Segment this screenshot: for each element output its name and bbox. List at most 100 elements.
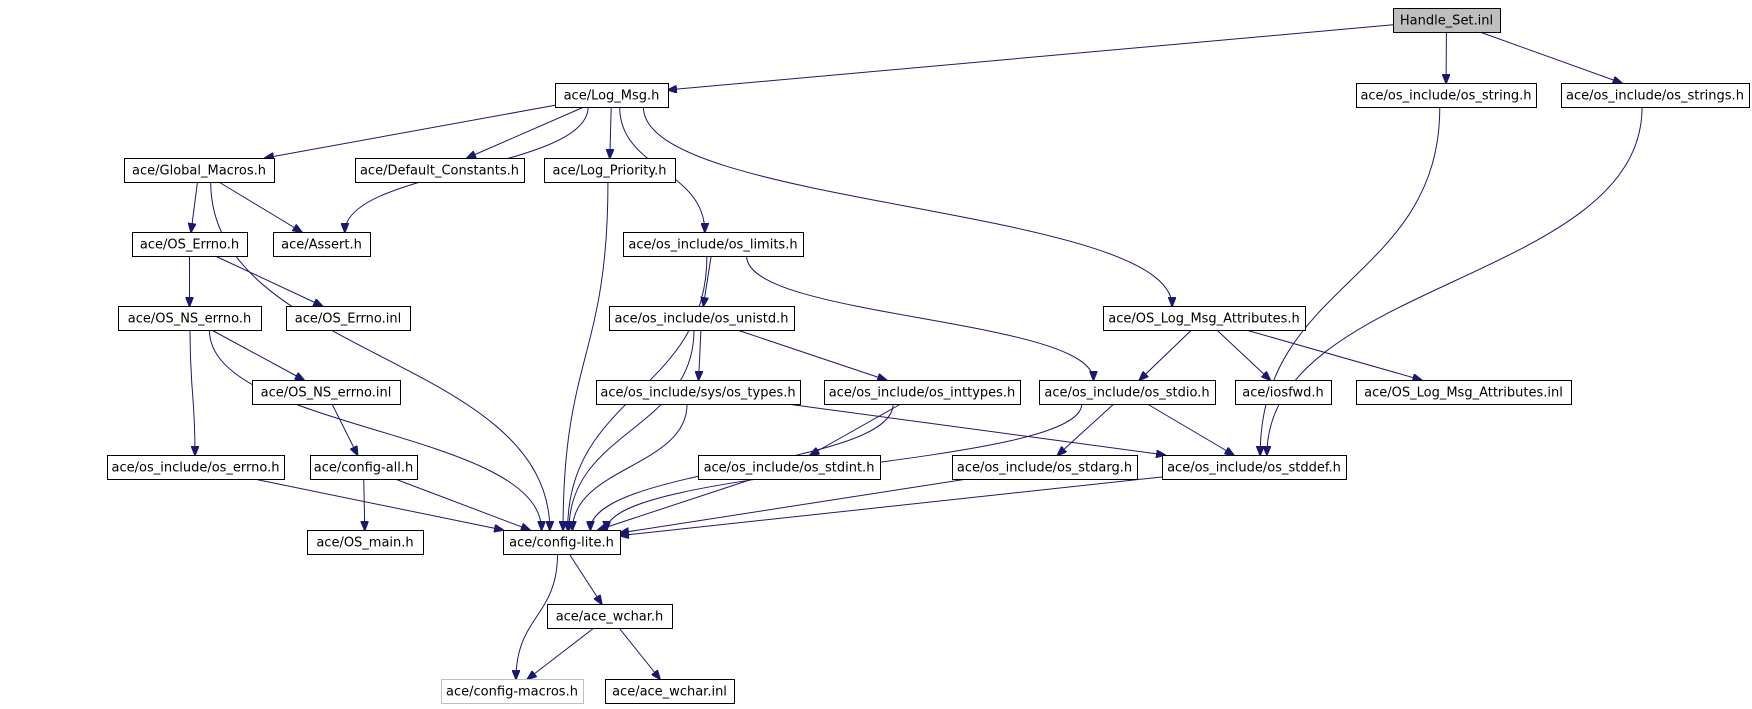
node-os-include-errno[interactable]: ace/os_include/os_errno.h (107, 455, 285, 480)
file-nodes: Handle_Set.inl ace/Log_Msg.h ace/os_includ… (107, 8, 1750, 704)
edge-handle_set-to-log_msg (668, 24, 1394, 90)
node-label: ace/config-all.h (314, 461, 414, 476)
node-iosfwd[interactable]: ace/iosfwd.h (1235, 380, 1332, 405)
node-label: ace/config-macros.h (446, 685, 578, 700)
node-os-log-msg-attr-inl[interactable]: ace/OS_Log_Msg_Attributes.inl (1356, 380, 1572, 405)
edge-log_msg-to-os_log_msg_attr (642, 106, 1172, 306)
edge-os_log_msg_attr-to-os_stdio (1139, 329, 1192, 380)
node-box (503, 530, 621, 555)
node-os-stdio[interactable]: ace/os_include/os_stdio.h (1039, 380, 1216, 405)
node-log-priority[interactable]: ace/Log_Priority.h (544, 158, 676, 183)
node-box (132, 232, 248, 257)
node-label: ace/os_include/os_strings.h (1566, 89, 1744, 104)
node-box (307, 530, 424, 555)
node-label: ace/os_include/os_stdio.h (1044, 386, 1209, 401)
edge-config_lite-to-ace_wchar (568, 553, 601, 604)
edge-os_ns_errno-to-os_ns_errno_inl (211, 329, 304, 380)
node-label: ace/os_include/os_string.h (1360, 89, 1531, 104)
edge-log_msg-to-default_constants (467, 106, 585, 158)
node-os-limits[interactable]: ace/os_include/os_limits.h (623, 232, 804, 257)
node-sys-os-types[interactable]: ace/os_include/sys/os_types.h (596, 380, 801, 405)
node-label: ace/os_include/os_stddef.h (1167, 461, 1341, 476)
edge-os_unistd-to-sys_os_types (699, 329, 701, 380)
edge-os_errno-to-os_errno_inl (214, 255, 322, 306)
node-label: ace/OS_Log_Msg_Attributes.h (1108, 312, 1299, 327)
node-os-main[interactable]: ace/OS_main.h (307, 530, 424, 555)
node-os-unistd[interactable]: ace/os_include/os_unistd.h (609, 306, 795, 331)
node-os-log-msg-attr[interactable]: ace/OS_Log_Msg_Attributes.h (1103, 306, 1306, 331)
node-os-errno[interactable]: ace/OS_Errno.h (132, 232, 248, 257)
edge-log_msg-to-log_priority (610, 106, 611, 158)
node-label: ace/OS_Log_Msg_Attributes.inl (1364, 386, 1563, 401)
edge-log_priority-to-config_lite (563, 181, 609, 530)
edge-os_limits-to-os_stdio (746, 255, 1094, 380)
node-os-inttypes[interactable]: ace/os_include/os_inttypes.h (824, 380, 1021, 405)
node-label: ace/OS_Errno.h (140, 238, 239, 253)
node-os-stdarg[interactable]: ace/os_include/os_stdarg.h (952, 455, 1138, 480)
node-handle-set[interactable]: Handle_Set.inl (1393, 8, 1501, 33)
node-global-macros[interactable]: ace/Global_Macros.h (124, 158, 275, 183)
edge-sys_os_types-to-config_lite (572, 403, 688, 530)
node-label: ace/Global_Macros.h (132, 164, 266, 179)
node-label: ace/Log_Msg.h (564, 89, 660, 104)
node-log-msg[interactable]: ace/Log_Msg.h (555, 83, 669, 108)
node-config-macros[interactable]: ace/config-macros.h (441, 679, 584, 704)
dependency-edges (189, 24, 1643, 679)
node-label: ace/Default_Constants.h (360, 164, 519, 179)
node-ace-wchar[interactable]: ace/ace_wchar.h (547, 604, 673, 629)
node-box (124, 158, 275, 183)
edge-os_include_errno-to-config_lite (253, 478, 503, 530)
node-box (1356, 83, 1537, 108)
edge-os_log_msg_attr-to-iosfwd (1216, 329, 1270, 380)
node-label: ace/OS_NS_errno.h (128, 312, 252, 327)
edge-os_stdint-to-config_lite (598, 478, 753, 530)
node-os-strings[interactable]: ace/os_include/os_strings.h (1561, 83, 1750, 108)
node-label: ace/OS_Errno.inl (295, 312, 401, 327)
node-box (623, 232, 804, 257)
node-label: ace/iosfwd.h (1242, 386, 1323, 401)
edge-config_all-to-config_lite (395, 478, 530, 530)
edge-os_stdarg-to-config_lite (620, 478, 968, 533)
node-os-ns-errno[interactable]: ace/OS_NS_errno.h (118, 306, 262, 331)
node-box (1561, 83, 1750, 108)
node-box (952, 455, 1138, 480)
node-box (544, 158, 676, 183)
node-os-stdint[interactable]: ace/os_include/os_stdint.h (698, 455, 881, 480)
node-box (1162, 455, 1347, 480)
node-label: ace/ace_wchar.h (556, 610, 664, 625)
node-config-lite[interactable]: ace/config-lite.h (503, 530, 621, 555)
edge-os_stddef-to-config_lite (620, 476, 1163, 536)
edge-os_ns_errno-to-config_lite (208, 329, 541, 530)
node-os-string[interactable]: ace/os_include/os_string.h (1356, 83, 1537, 108)
node-label: ace/os_include/os_stdint.h (704, 461, 875, 476)
node-box (441, 679, 584, 704)
node-label: ace/os_include/sys/os_types.h (600, 386, 795, 401)
edge-ace_wchar-to-ace_wchar_inl (618, 627, 660, 679)
node-label: ace/ace_wchar.inl (612, 685, 727, 700)
node-box (355, 158, 525, 183)
node-ace-wchar-inl[interactable]: ace/ace_wchar.inl (605, 679, 735, 704)
node-box (286, 306, 411, 331)
node-box (824, 380, 1021, 405)
node-box (118, 306, 262, 331)
node-os-stddef[interactable]: ace/os_include/os_stddef.h (1162, 455, 1347, 480)
node-box (547, 604, 673, 629)
node-box (273, 232, 371, 257)
node-box (252, 380, 401, 405)
node-label: ace/config-lite.h (509, 536, 614, 551)
node-os-errno-inl[interactable]: ace/OS_Errno.inl (286, 306, 411, 331)
node-label: ace/OS_NS_errno.inl (261, 386, 392, 401)
node-default-constants[interactable]: ace/Default_Constants.h (355, 158, 525, 183)
node-assert[interactable]: ace/Assert.h (273, 232, 371, 257)
node-config-all[interactable]: ace/config-all.h (310, 455, 418, 480)
node-label: ace/Assert.h (281, 238, 362, 253)
node-label: ace/Log_Priority.h (553, 164, 667, 179)
edge-global_macros-to-os_errno (191, 181, 198, 232)
edge-os_ns_errno-to-os_include_errno (189, 329, 195, 455)
node-label: Handle_Set.inl (1400, 14, 1493, 29)
node-box (609, 306, 795, 331)
edge-os_limits-to-os_unistd (703, 255, 712, 306)
node-label: ace/os_include/os_unistd.h (614, 312, 788, 327)
node-os-ns-errno-inl[interactable]: ace/OS_NS_errno.inl (252, 380, 401, 405)
node-box (605, 679, 735, 704)
